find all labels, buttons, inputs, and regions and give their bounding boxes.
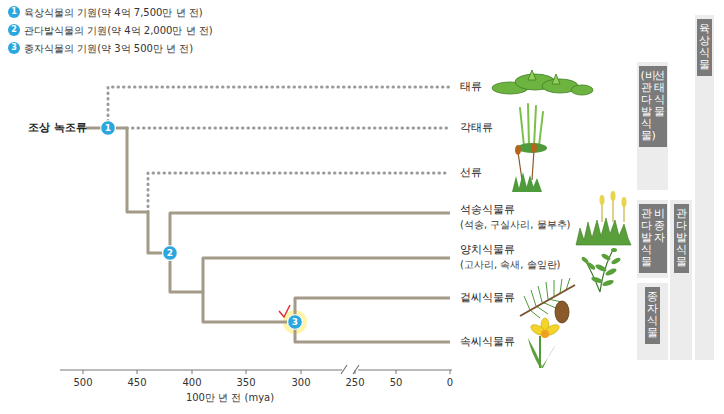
group-band-label: 비종자관다발식물	[639, 204, 667, 273]
callout-number: 2	[162, 245, 178, 261]
axis-tick: 500	[73, 377, 92, 389]
taxon-name: 양치식물류	[460, 243, 515, 257]
liverwort-illustration	[492, 70, 593, 95]
bryophyte-branches	[108, 87, 450, 212]
axis-tick: 250	[345, 377, 364, 389]
callout-number: 3	[8, 42, 20, 54]
hornwort-illustration	[517, 104, 547, 153]
group-band-label: 종자식물	[645, 287, 660, 344]
band-text: 비종자	[654, 208, 665, 269]
tree-branches	[86, 128, 450, 342]
ancestor-label: 조상 녹조류	[28, 121, 87, 135]
band-text: (비관다발식물)	[641, 70, 652, 143]
callout-number: 3	[287, 314, 303, 330]
taxon-name: 겉씨식물류	[460, 291, 515, 305]
taxon-name: 석송식물류	[460, 203, 515, 217]
taxon-name: 선류	[460, 166, 482, 180]
group-band-label: 관다발식물	[674, 204, 689, 273]
band-text: 선태식물	[654, 70, 665, 143]
band-text: 관다발식물	[676, 208, 687, 269]
tree-branch	[170, 261, 287, 322]
origin-circle: 1	[100, 120, 116, 136]
taxon-examples: (석송, 구실사리, 물부추)	[460, 218, 571, 231]
conifer-illustration	[520, 278, 575, 323]
axis-tick: 0	[447, 377, 453, 389]
moss-illustration	[512, 143, 542, 192]
taxon-name: 각태류	[460, 121, 493, 135]
lycophyte-illustration	[576, 191, 631, 245]
band-text: 종자식물	[647, 291, 658, 340]
axis-tick: 50	[390, 377, 403, 389]
origin-circle: 2	[162, 245, 178, 261]
origin-circle: 3	[287, 314, 303, 330]
axis-title: 100만 년 전 (mya)	[186, 392, 274, 404]
legend-text: 육상식물의 기원(약 4억 7,500만 년 전)	[24, 6, 203, 19]
taxon-name: 속씨식물류	[460, 335, 515, 349]
flower-illustration	[528, 318, 561, 368]
taxon-examples: (고사리, 속새, 솔잎란)	[460, 258, 561, 271]
axis-tick: 300	[291, 377, 310, 389]
axis-tick: 350	[236, 377, 255, 389]
callout-number: 2	[8, 24, 20, 36]
fern-illustration	[581, 248, 622, 292]
band-text: 육상식물	[699, 23, 710, 72]
legend-markers	[8, 6, 20, 54]
taxon-name: 태류	[460, 80, 482, 94]
callout-number: 1	[100, 120, 116, 136]
tree-branch	[116, 128, 162, 253]
time-axis	[60, 365, 452, 374]
legend-text: 종자식물의 기원(약 3억 500만 년 전)	[24, 42, 193, 55]
band-text: 관다발식물	[641, 208, 652, 269]
axis-tick: 450	[127, 377, 146, 389]
callout-number: 1	[8, 6, 20, 18]
group-band-label: 육상식물	[697, 19, 712, 76]
legend-text: 관다발식물의 기원(약 4억 2,000만 년 전)	[24, 24, 213, 37]
group-band-label: 선태식물(비관다발식물)	[639, 66, 667, 147]
band-columns	[637, 15, 714, 360]
axis-tick: 400	[182, 377, 201, 389]
check-mark	[279, 305, 290, 317]
